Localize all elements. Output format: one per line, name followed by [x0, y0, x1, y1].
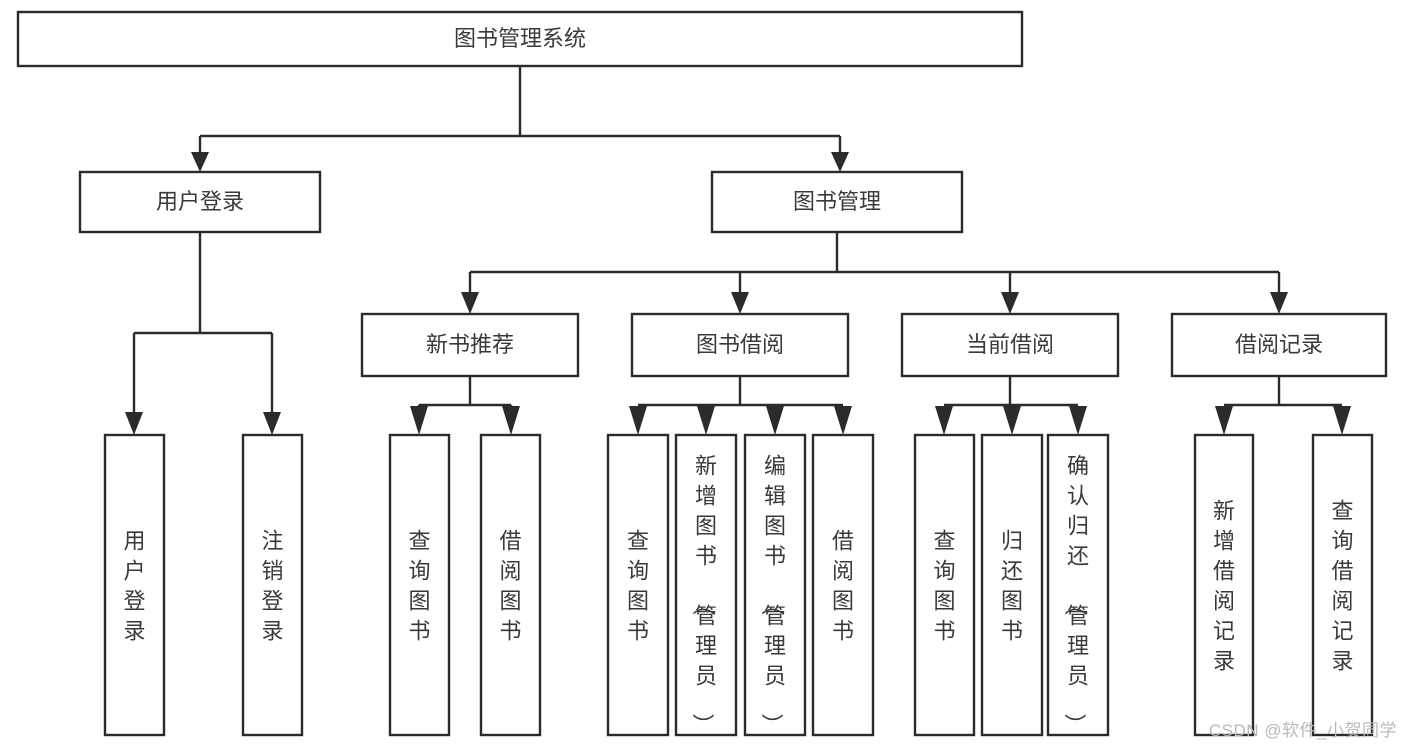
arrow-head-icon [629, 406, 647, 435]
node-borrow-record[interactable]: 借阅记录 [1170, 312, 1388, 378]
node-box [1193, 433, 1255, 737]
leaf-node-label: 编辑图书（管理员） [759, 453, 786, 735]
leaf-node-label: 注销登录 [261, 528, 283, 643]
leaf-node-label: 借阅图书 [499, 528, 521, 643]
node-box [103, 433, 166, 737]
leaf-node-label: 借阅图书 [832, 528, 854, 643]
node-box [479, 433, 542, 737]
arrow-head-icon [1215, 406, 1233, 435]
arrow-head-icon [766, 406, 784, 435]
node-label-user-login: 用户登录 [156, 189, 244, 214]
node-book-management[interactable]: 图书管理 [710, 170, 964, 234]
leaf-node[interactable]: 查询图书 [388, 433, 451, 737]
leaf-node[interactable]: 归还图书 [980, 433, 1044, 737]
node-box [674, 433, 738, 737]
node-box [388, 433, 451, 737]
leaf-node[interactable]: 新增图书（管理员） [674, 433, 738, 737]
leaf-node-label: 用户登录 [123, 528, 145, 643]
node-user-login[interactable]: 用户登录 [78, 170, 322, 234]
connector-group-current-borrow [935, 376, 1087, 435]
arrow-head-icon [125, 412, 143, 435]
node-box [980, 433, 1044, 737]
node-box [710, 170, 964, 234]
leaf-node[interactable]: 查询图书 [606, 433, 670, 737]
node-box [811, 433, 875, 737]
leaf-node[interactable]: 用户登录 [103, 433, 166, 737]
connector-group-book-borrow [629, 376, 852, 435]
node-label-root: 图书管理系统 [454, 26, 586, 51]
leaf-node[interactable]: 查询图书 [913, 433, 976, 737]
leaf-node-label: 新增图书（管理员） [690, 453, 717, 735]
leaf-node-label: 新增借阅记录 [1213, 498, 1235, 673]
connector-group-root [191, 66, 849, 172]
node-label-current-borrow: 当前借阅 [966, 332, 1054, 357]
connector-group-borrow-record [1215, 376, 1351, 435]
arrow-head-icon [1069, 406, 1087, 435]
leaf-node[interactable]: 注销登录 [241, 433, 304, 737]
node-box [241, 433, 304, 737]
leaf-node-layer: 用户登录 注销登录 查询图书 借阅图书 查询图书 新增图书（管理员） 编辑图书（管理员） 借阅… [103, 433, 1374, 737]
node-box [913, 433, 976, 737]
connector-group-user-login [125, 232, 281, 435]
leaf-node[interactable]: 新增借阅记录 [1193, 433, 1255, 737]
leaf-node-label: 查询图书 [627, 528, 649, 643]
node-box [1311, 433, 1374, 737]
node-book-borrow[interactable]: 图书借阅 [630, 312, 850, 378]
arrow-head-icon [731, 292, 749, 314]
arrow-head-icon [263, 412, 281, 435]
node-label-book-borrow: 图书借阅 [696, 332, 784, 357]
node-box [743, 433, 807, 737]
connector-group-book-manage [461, 232, 1288, 314]
arrow-head-icon [1003, 406, 1021, 435]
leaf-node-label: 查询借阅记录 [1331, 498, 1353, 673]
node-label-new-book-recommend: 新书推荐 [426, 332, 514, 357]
arrow-head-icon [191, 152, 209, 172]
leaf-node-label: 查询图书 [408, 528, 430, 643]
node-box [360, 312, 580, 378]
leaf-node[interactable]: 查询借阅记录 [1311, 433, 1374, 737]
node-label-book-management: 图书管理 [793, 189, 881, 214]
leaf-node-label: 查询图书 [933, 528, 955, 643]
arrow-head-icon [502, 406, 520, 435]
node-box [900, 312, 1120, 378]
arrow-head-icon [461, 292, 479, 314]
node-new-book-recommend[interactable]: 新书推荐 [360, 312, 580, 378]
node-box [16, 10, 1024, 68]
leaf-node-label: 确认归还（管理员） [1062, 453, 1089, 735]
node-current-borrow[interactable]: 当前借阅 [900, 312, 1120, 378]
leaf-node[interactable]: 编辑图书（管理员） [743, 433, 807, 737]
arrow-head-icon [697, 406, 715, 435]
arrow-head-icon [834, 406, 852, 435]
arrow-head-icon [1001, 292, 1019, 314]
leaf-node-label: 归还图书 [1001, 528, 1023, 643]
node-box [78, 170, 322, 234]
leaf-node[interactable]: 借阅图书 [811, 433, 875, 737]
arrow-head-icon [1270, 292, 1288, 314]
arrow-head-icon [935, 406, 953, 435]
leaf-node[interactable]: 确认归还（管理员） [1046, 433, 1110, 737]
node-root-system[interactable]: 图书管理系统 [16, 10, 1024, 68]
arrow-head-icon [410, 406, 428, 435]
node-box [630, 312, 850, 378]
arrow-head-icon [831, 152, 849, 172]
node-box [606, 433, 670, 737]
node-box [1170, 312, 1388, 378]
node-label-borrow-record: 借阅记录 [1235, 332, 1323, 357]
connector-group-new-book-recommend [410, 376, 520, 435]
leaf-node[interactable]: 借阅图书 [479, 433, 542, 737]
node-box [1046, 433, 1110, 737]
arrow-head-icon [1333, 406, 1351, 435]
